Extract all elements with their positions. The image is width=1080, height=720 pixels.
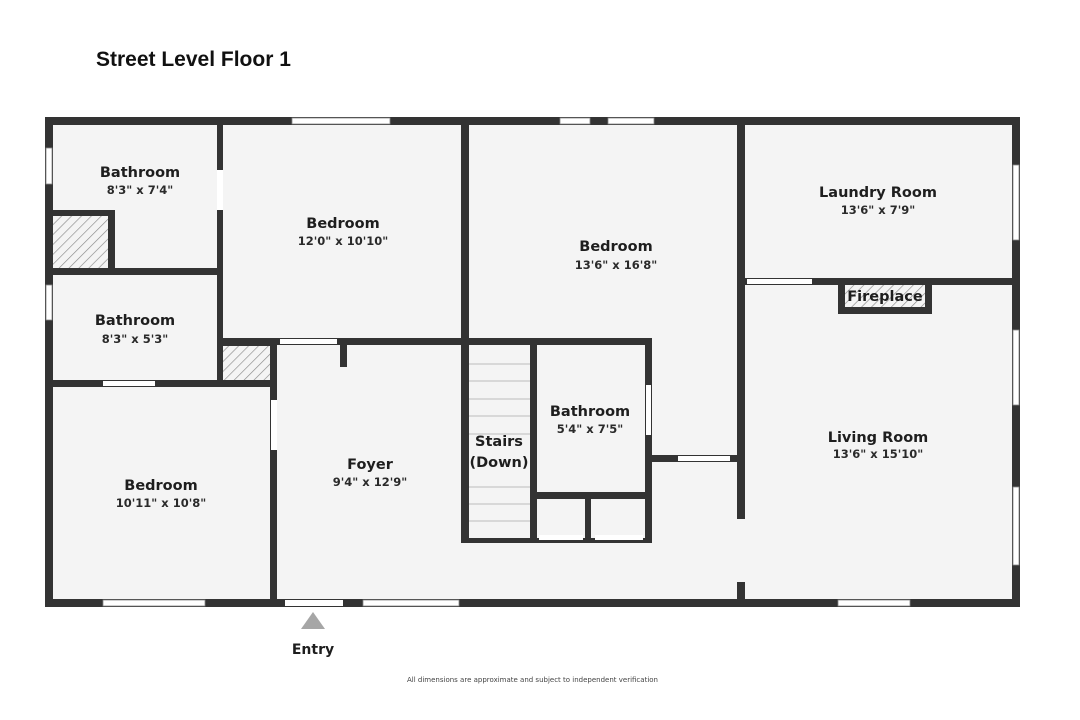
svg-text:Bedroom: Bedroom [124,478,197,494]
fireplace-hatch [845,285,925,307]
doors [103,170,812,606]
room-bedroom-1: Bedroom 13'6" x 16'8" [575,239,657,272]
room-bathroom-3: Bathroom 5'4" x 7'5" [550,404,630,436]
room-foyer: Foyer 9'4" x 12'9" [333,457,407,489]
room-living: Living Room 13'6" x 15'10" [828,430,929,461]
svg-text:13'6" x 7'9": 13'6" x 7'9" [841,203,915,217]
svg-text:Foyer: Foyer [347,457,394,473]
page-title: Street Level Floor 1 [96,48,291,71]
svg-text:8'3" x 5'3": 8'3" x 5'3" [102,332,168,346]
svg-text:13'6" x 16'8": 13'6" x 16'8" [575,258,657,272]
room-laundry: Laundry Room 13'6" x 7'9" [819,185,937,217]
shaft-hatch [223,346,270,380]
room-bathroom-2: Bathroom 8'3" x 5'3" [95,313,175,346]
svg-text:8'3" x 7'4": 8'3" x 7'4" [107,183,173,197]
svg-text:5'4" x 7'5": 5'4" x 7'5" [557,422,623,436]
svg-text:12'0" x 10'10": 12'0" x 10'10" [298,234,388,248]
svg-text:10'11" x 10'8": 10'11" x 10'8" [116,496,206,510]
svg-text:13'6" x 15'10": 13'6" x 15'10" [833,447,923,461]
svg-text:Bedroom: Bedroom [579,239,652,255]
shaft-hatch [53,216,108,268]
room-bathroom-1: Bathroom 8'3" x 7'4" [100,165,180,197]
svg-text:Stairs: Stairs [475,434,523,450]
svg-text:Bedroom: Bedroom [306,216,379,232]
entry-arrow-icon [301,612,325,629]
room-bedroom-3: Bedroom 10'11" x 10'8" [116,478,206,510]
windows [45,117,1020,607]
svg-text:Bathroom: Bathroom [100,165,180,181]
room-bedroom-2: Bedroom 12'0" x 10'10" [298,216,388,248]
svg-text:(Down): (Down) [470,455,529,471]
entry-label: Entry [292,642,334,658]
svg-text:Bathroom: Bathroom [550,404,630,420]
fireplace-label: Fireplace [847,289,923,305]
svg-text:Living Room: Living Room [828,430,929,446]
svg-text:Bathroom: Bathroom [95,313,175,329]
svg-text:Laundry Room: Laundry Room [819,185,937,201]
stairs-label: Stairs (Down) [470,434,529,471]
svg-text:9'4" x 12'9": 9'4" x 12'9" [333,475,407,489]
disclaimer: All dimensions are approximate and subje… [407,676,658,684]
stair-treads [469,363,530,522]
